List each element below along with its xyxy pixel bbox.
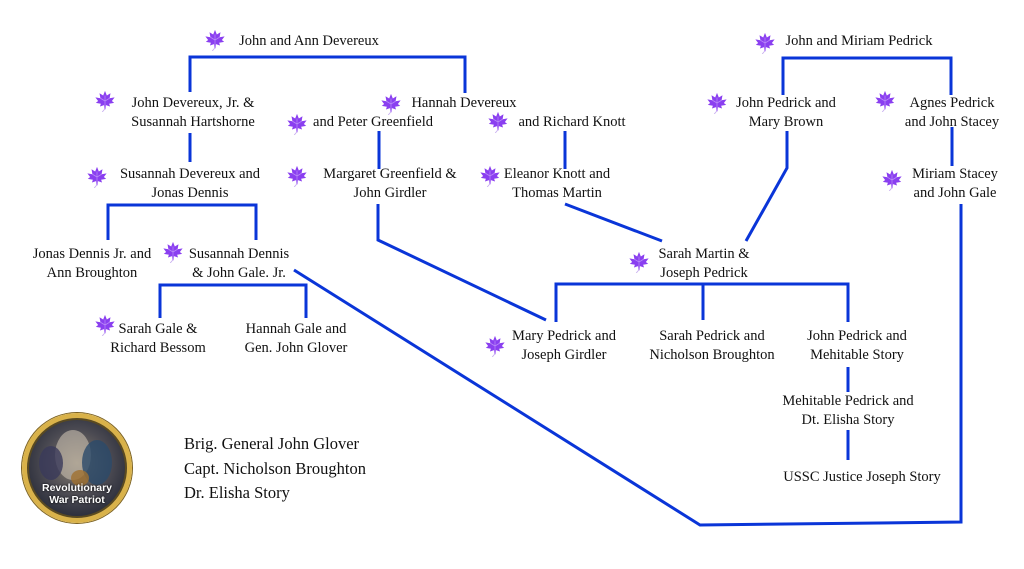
node-line: Joseph Pedrick <box>660 265 748 281</box>
patriot-name: Brig. General John Glover <box>184 434 360 453</box>
maple-leaf-icon <box>286 165 308 187</box>
node-john-miriam-pedrick: John and Miriam Pedrick <box>786 32 933 51</box>
maple-leaf-icon <box>484 335 506 357</box>
maple-leaf-icon <box>881 169 903 191</box>
connector <box>744 131 789 242</box>
node-sarah-martin: Sarah Martin & Joseph Pedrick <box>658 245 749 283</box>
node-miriam-stacey: Miriam Stacey and John Gale <box>912 165 998 203</box>
node-line: Joseph Girdler <box>521 347 607 363</box>
maple-leaf-icon <box>380 93 402 115</box>
connector <box>158 283 308 318</box>
node-line: Eleanor Knott and <box>503 166 611 182</box>
node-line: Agnes Pedrick <box>909 95 995 111</box>
badge-text-line: Revolutionary <box>41 482 112 494</box>
node-joseph-story: USSC Justice Joseph Story <box>783 468 941 487</box>
maple-leaf-icon <box>204 29 226 51</box>
node-line: Mary Pedrick and <box>512 328 616 344</box>
patriot-name: Dr. Elisha Story <box>184 483 290 502</box>
node-line: Sarah Martin & <box>658 246 750 262</box>
node-line: Dt. Elisha Story <box>801 412 895 428</box>
badge-figure <box>39 446 63 480</box>
node-line: Sarah Pedrick and <box>659 328 765 344</box>
node-richard-knott: and Richard Knott <box>518 113 625 132</box>
badge-text-line: War Patriot <box>49 494 105 506</box>
node-line: Mary Brown <box>748 114 824 130</box>
connector <box>564 202 663 243</box>
node-line: Margaret Greenfield & <box>323 166 457 182</box>
maple-leaf-icon <box>628 251 650 273</box>
node-line: Gen. John Glover <box>244 340 348 356</box>
node-line: Hannah Gale and <box>245 321 347 337</box>
node-line: and John Gale <box>913 185 997 201</box>
node-line: USSC Justice Joseph Story <box>783 469 941 485</box>
node-sarah-gale: Sarah Gale & Richard Bessom <box>110 320 205 358</box>
node-line: John and Miriam Pedrick <box>785 33 933 49</box>
maple-leaf-icon <box>94 90 116 112</box>
connector <box>106 203 258 240</box>
node-line: John Girdler <box>353 185 427 201</box>
node-line: Thomas Martin <box>512 185 602 201</box>
node-line: Sarah Gale & <box>118 321 198 337</box>
node-susannah-dennis: Susannah Dennis & John Gale. Jr. <box>189 245 289 283</box>
node-line: John and Ann Devereux <box>239 33 379 49</box>
node-line: Mehitable Story <box>810 347 904 363</box>
connector <box>188 55 467 93</box>
node-line: Nicholson Broughton <box>649 347 775 363</box>
maple-leaf-icon <box>162 241 184 263</box>
connector <box>376 204 547 322</box>
node-line: and Peter Greenfield <box>313 114 433 130</box>
node-line: Richard Bessom <box>110 340 206 356</box>
maple-leaf-icon <box>479 165 501 187</box>
node-line: Hannah Devereux <box>411 95 517 111</box>
node-line: John Pedrick and <box>807 328 907 344</box>
node-john-ann-devereux: John and Ann Devereux <box>239 32 379 51</box>
node-line: John Pedrick and <box>736 95 836 111</box>
node-peter-greenfield: and Peter Greenfield <box>313 113 433 132</box>
maple-leaf-icon <box>754 32 776 54</box>
node-line: Susannah Devereux and <box>119 166 261 182</box>
node-line: Miriam Stacey <box>912 166 998 182</box>
node-margaret-greenfield: Margaret Greenfield & John Girdler <box>323 165 456 203</box>
node-line: & John Gale. Jr. <box>192 265 286 281</box>
node-line: and Richard Knott <box>518 114 626 130</box>
connector <box>781 56 953 95</box>
patriot-name: Capt. Nicholson Broughton <box>184 458 366 478</box>
node-agnes-pedrick: Agnes Pedrick and John Stacey <box>905 94 999 132</box>
node-line: Mehitable Pedrick and <box>782 393 914 409</box>
maple-leaf-icon <box>86 166 108 188</box>
node-line: Jonas Dennis <box>151 185 229 201</box>
badge-text: Revolutionary War Patriot <box>27 482 127 506</box>
maple-leaf-icon <box>286 113 308 135</box>
maple-leaf-icon <box>706 92 728 114</box>
node-line: Jonas Dennis Jr. and <box>32 246 152 262</box>
node-line: John Devereux, Jr. & <box>131 95 255 111</box>
maple-leaf-icon <box>487 111 509 133</box>
node-hannah-devereux: Hannah Devereux <box>411 94 516 113</box>
node-john-devereux-jr: John Devereux, Jr. & Susannah Hartshorne <box>131 94 255 132</box>
patriot-list: Brig. General John Glover Capt. Nicholso… <box>184 432 366 506</box>
maple-leaf-icon <box>874 90 896 112</box>
revolutionary-war-patriot-badge: Revolutionary War Patriot <box>22 413 132 523</box>
node-line: Susannah Dennis <box>188 246 290 262</box>
badge-drum <box>71 470 89 486</box>
connector <box>293 204 963 527</box>
node-line: Ann Broughton <box>46 265 138 281</box>
node-line: and John Stacey <box>904 114 1000 130</box>
node-line: Susannah Hartshorne <box>131 114 255 130</box>
